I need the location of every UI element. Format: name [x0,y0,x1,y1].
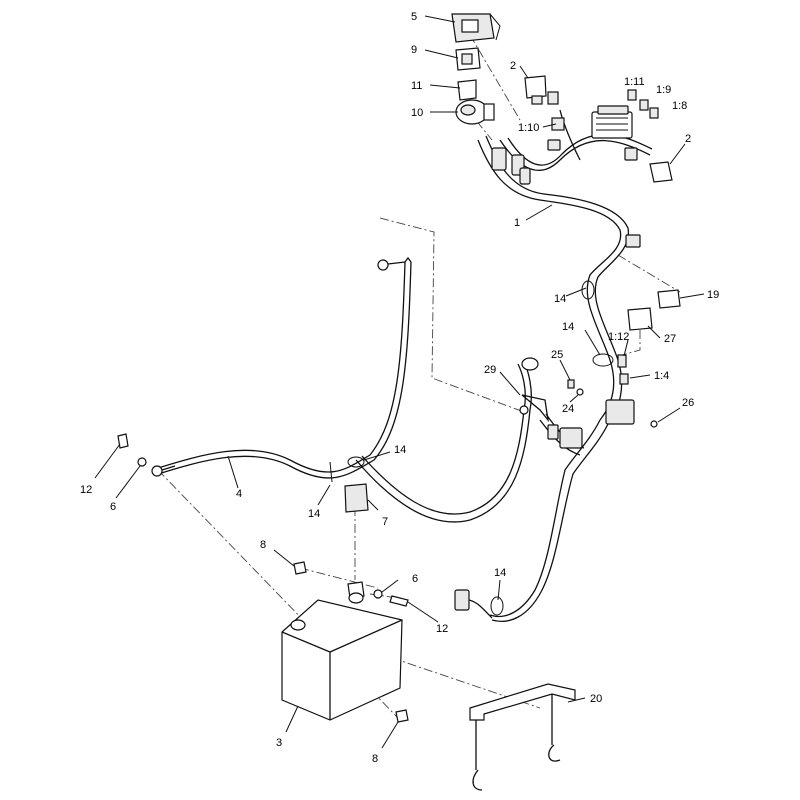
callout-11: 11 [411,80,422,92]
callout-24: 24 [562,403,574,415]
battery-part-3 [281,592,403,721]
callout-1-11: 1:11 [624,76,645,88]
leader-lines [94,15,705,749]
callout-1: 1 [514,217,520,229]
cable-ties-part-14 [329,280,614,616]
callout-14: 14 [554,293,566,305]
callout-5: 5 [411,11,417,23]
callout-1-10: 1:10 [518,122,539,134]
callout-10: 10 [411,107,423,119]
callout-12: 12 [80,484,92,496]
callout-1-9: 1:9 [656,84,671,96]
callout-2: 2 [510,60,516,72]
callout-9: 9 [411,44,417,56]
callout-labels: 5 9 2 11 1:11 1:9 1:8 10 1:10 2 1 14 19 … [80,11,719,765]
positive-cable-part-29 [355,357,550,523]
callout-25: 25 [551,349,563,361]
battery-cable-part-4 [151,256,412,479]
callout-2: 2 [685,133,691,145]
upper-components [117,13,681,723]
callout-4: 4 [236,488,242,500]
callout-8: 8 [372,753,378,765]
callout-3: 3 [276,737,282,749]
callout-29: 29 [484,364,496,376]
callout-20: 20 [590,693,602,705]
callout-14: 14 [308,508,320,520]
callout-14: 14 [494,567,506,579]
callout-6: 6 [412,573,418,585]
callout-1-4: 1:4 [654,370,669,382]
callout-26: 26 [682,397,694,409]
callout-1-12: 1:12 [608,331,629,343]
callout-12: 12 [436,623,448,635]
hold-down-part-20 [469,683,576,791]
callout-8: 8 [260,539,266,551]
callout-14: 14 [394,444,406,456]
callout-7: 7 [382,516,388,528]
callout-14: 14 [562,321,574,333]
callout-1-8: 1:8 [672,100,687,112]
callout-19: 19 [707,289,719,301]
callout-27: 27 [664,333,676,345]
wire-harness-part-1 [454,105,653,622]
callout-6: 6 [110,501,116,513]
